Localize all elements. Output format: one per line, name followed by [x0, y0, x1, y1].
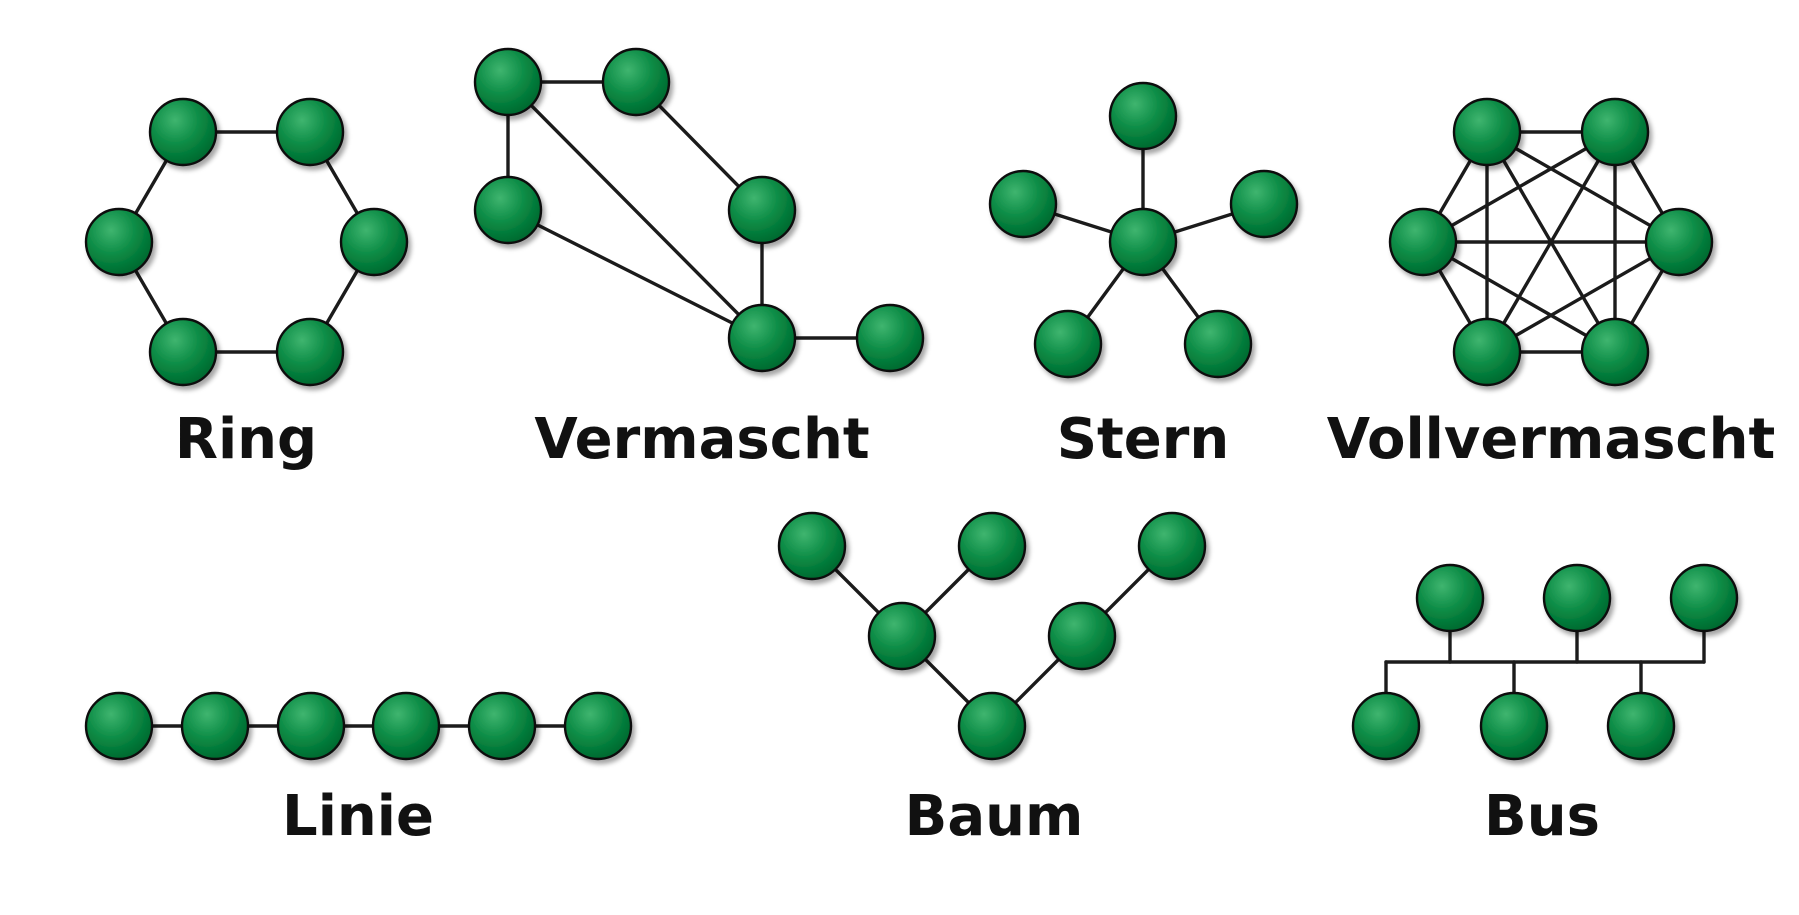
node	[1229, 169, 1299, 239]
node	[275, 97, 345, 167]
node	[84, 207, 154, 277]
edge	[506, 80, 764, 340]
node	[148, 317, 218, 387]
node	[777, 511, 847, 581]
full-mesh-label: Vollvermascht	[1327, 407, 1776, 472]
node	[1108, 81, 1178, 151]
node	[957, 511, 1027, 581]
node	[339, 207, 409, 277]
ring-topology: Ring	[84, 97, 409, 472]
node	[473, 47, 543, 117]
line-label: Linie	[282, 784, 434, 849]
node	[1580, 317, 1650, 387]
node	[1669, 563, 1739, 633]
ring-label: Ring	[175, 407, 317, 472]
tree-topology: Baum	[777, 511, 1207, 849]
bus-topology: Bus	[1351, 563, 1739, 849]
node	[1351, 691, 1421, 761]
node	[563, 691, 633, 761]
node	[371, 691, 441, 761]
node	[601, 47, 671, 117]
star-topology: Stern	[988, 81, 1299, 472]
edge	[1421, 240, 1617, 354]
bus-nodes	[1351, 563, 1739, 761]
node	[1644, 207, 1714, 277]
node	[148, 97, 218, 167]
line-topology: Linie	[84, 691, 633, 849]
mesh-nodes	[473, 47, 925, 373]
node	[1047, 601, 1117, 671]
node	[727, 303, 797, 373]
mesh-edges	[506, 80, 892, 340]
mesh-topology: Vermascht	[473, 47, 925, 472]
edge	[1485, 240, 1681, 354]
node	[467, 691, 537, 761]
edge	[1421, 130, 1617, 244]
node	[1033, 309, 1103, 379]
line-nodes	[84, 691, 633, 761]
edge	[506, 208, 764, 340]
node	[1452, 317, 1522, 387]
node	[84, 691, 154, 761]
star-nodes	[988, 81, 1299, 379]
node	[473, 175, 543, 245]
full-mesh-topology: Vollvermascht	[1327, 97, 1776, 472]
full-mesh-edges	[1421, 130, 1681, 354]
ring-nodes	[84, 97, 409, 387]
node	[1606, 691, 1676, 761]
node	[1542, 563, 1612, 633]
node	[180, 691, 250, 761]
ring-edges	[117, 130, 376, 354]
node	[727, 175, 797, 245]
tree-nodes	[777, 511, 1207, 761]
node	[276, 691, 346, 761]
mesh-label: Vermascht	[534, 407, 869, 472]
node	[1452, 97, 1522, 167]
node	[867, 601, 937, 671]
node	[1479, 691, 1549, 761]
bus-label: Bus	[1484, 784, 1600, 849]
full-mesh-nodes	[1388, 97, 1714, 387]
star-label: Stern	[1057, 407, 1230, 472]
node	[855, 303, 925, 373]
tree-label: Baum	[905, 784, 1084, 849]
node	[1183, 309, 1253, 379]
node	[1137, 511, 1207, 581]
node	[275, 317, 345, 387]
node	[1388, 207, 1458, 277]
hub-node	[1108, 207, 1178, 277]
node	[988, 169, 1058, 239]
root-node	[957, 691, 1027, 761]
node	[1580, 97, 1650, 167]
node	[1415, 563, 1485, 633]
